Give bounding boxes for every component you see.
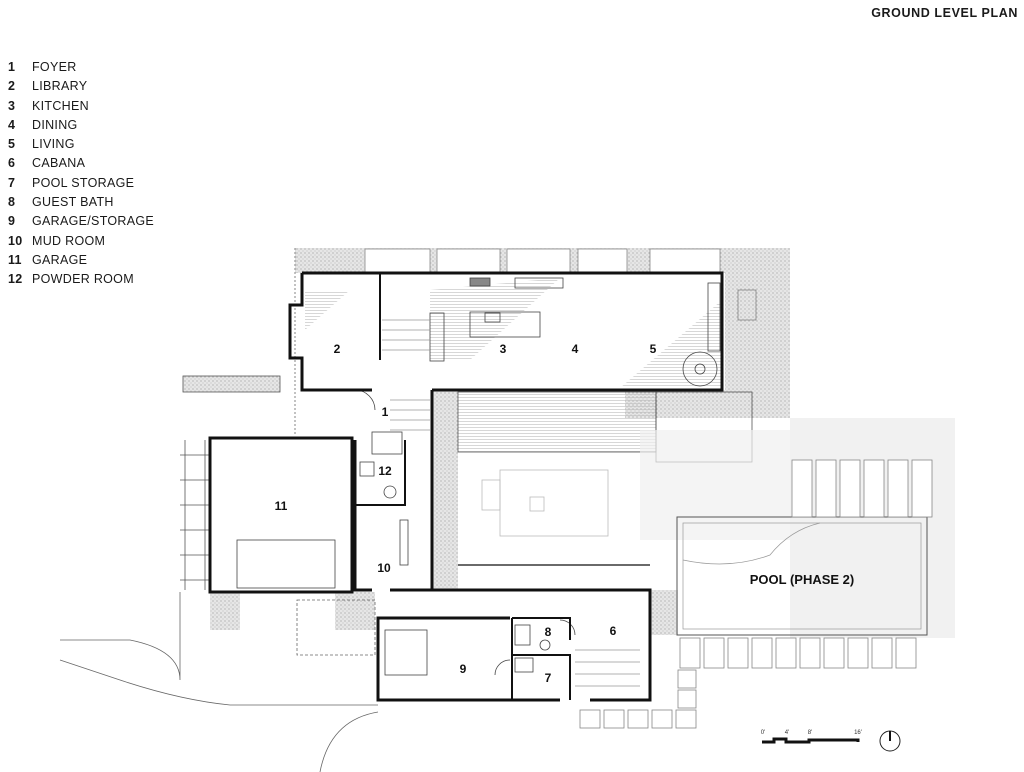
- plan-title: GROUND LEVEL PLAN: [871, 6, 1018, 20]
- legend-label: KITCHEN: [32, 98, 89, 113]
- scale-tick: 16': [854, 730, 862, 736]
- legend-num: 10: [8, 233, 23, 248]
- legend-label: LIBRARY: [32, 79, 88, 94]
- room-label-cabana: 6: [610, 624, 617, 638]
- legend-num: 2: [8, 79, 16, 94]
- legend-label: POWDER ROOM: [32, 272, 134, 287]
- site-lines: [59, 248, 379, 772]
- legend-num: 6: [8, 156, 16, 171]
- legend-item: 1 FOYER: [8, 58, 154, 77]
- room-label-foyer: 1: [382, 405, 389, 419]
- legend-label: GUEST BATH: [32, 195, 114, 210]
- pool-label: POOL (PHASE 2): [750, 572, 855, 587]
- legend-label: FOYER: [32, 60, 77, 74]
- legend-item: 5 LIVING: [8, 135, 154, 154]
- room-label-living: 5: [650, 342, 657, 356]
- legend-label: DINING: [32, 117, 78, 132]
- room-label-dining: 4: [572, 342, 579, 356]
- legend-num: 11: [8, 252, 22, 267]
- legend-label: CABANA: [32, 156, 86, 171]
- legend-item: 11 GARAGE: [8, 251, 154, 270]
- room-label-library: 2: [334, 342, 341, 356]
- room-legend: 1 FOYER 2 LIBRARY 3 KITCHEN 4 DINING 5 LIVING…: [8, 58, 154, 290]
- legend-num: 4: [8, 117, 16, 132]
- fixtures: [236, 277, 721, 687]
- legend-item: 3 KITCHEN: [8, 97, 154, 116]
- room-label-garage-storage: 9: [460, 662, 467, 676]
- scale-tick: 4': [785, 730, 789, 736]
- legend-item: 12 POWDER ROOM: [8, 270, 154, 289]
- legend-item: 2 LIBRARY: [8, 77, 154, 96]
- room-label-mud-room: 10: [377, 561, 391, 575]
- trellis: [180, 440, 210, 590]
- legend-item: 6 CABANA: [8, 154, 154, 173]
- legend-item: 8 GUEST BATH: [8, 193, 154, 212]
- legend-item: 4 DINING: [8, 116, 154, 135]
- legend-num: 12: [8, 272, 23, 287]
- room-label-powder-room: 12: [378, 464, 392, 478]
- legend-label: LIVING: [32, 137, 75, 152]
- walls: [208, 271, 724, 702]
- legend-label: MUD ROOM: [32, 233, 106, 248]
- legend-num: 7: [8, 175, 16, 190]
- legend-num: 8: [8, 195, 16, 210]
- legend-label: POOL STORAGE: [32, 175, 135, 190]
- north-arrow-icon: [879, 730, 901, 752]
- legend-num: 5: [8, 137, 16, 152]
- scale-bar: 0' 4' 8' 16': [761, 730, 862, 744]
- legend-label: GARAGE: [32, 252, 88, 267]
- legend-num: 3: [8, 98, 16, 113]
- room-label-kitchen: 3: [500, 342, 507, 356]
- courtyard-furniture: [481, 469, 609, 537]
- room-label-pool-storage: 7: [545, 671, 552, 685]
- legend-item: 9 GARAGE/STORAGE: [8, 212, 154, 231]
- room-labels: 1 2 3 4 5 6 7 8 9 10 11 12: [275, 342, 657, 685]
- legend-num: 1: [8, 60, 16, 74]
- legend-item: 7 POOL STORAGE: [8, 174, 154, 193]
- stepping-pavers: [364, 248, 757, 321]
- room-label-guest-bath: 8: [545, 625, 552, 639]
- scale-tick: 8': [808, 730, 812, 736]
- legend-item: 10 MUD ROOM: [8, 232, 154, 251]
- room-label-garage: 11: [275, 499, 288, 513]
- legend-label: GARAGE/STORAGE: [32, 214, 155, 229]
- legend-num: 9: [8, 214, 16, 229]
- scale-tick: 0': [761, 730, 765, 736]
- pool-pavers: [579, 459, 933, 729]
